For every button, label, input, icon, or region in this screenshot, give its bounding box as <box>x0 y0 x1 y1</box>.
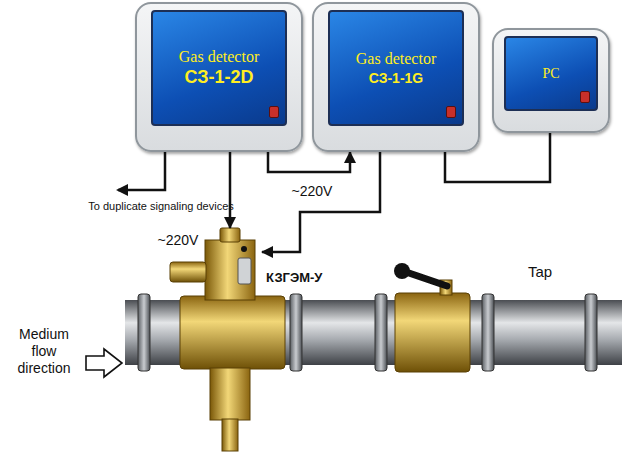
model-code: СЗ-1-2D <box>184 68 253 88</box>
model-code: СЗ-1-1G <box>369 71 423 86</box>
flow-arrow <box>86 349 122 377</box>
device-name: Gas detector <box>179 48 259 66</box>
indicator-led <box>580 91 590 103</box>
wire-connector <box>262 152 380 252</box>
pipe-coupling <box>138 294 597 371</box>
gas-detector: Gas detectorСЗ-1-1G <box>312 2 480 152</box>
indicator-led <box>269 106 279 118</box>
display-screen: PC <box>504 36 598 111</box>
note-text: To duplicate signaling devices <box>86 200 236 213</box>
voltage-label: ~220V <box>156 232 201 248</box>
part-name: Tap <box>528 263 578 281</box>
valve: КЗГЭМ-У <box>200 228 262 450</box>
flow-label: Medium flow direction <box>6 326 82 376</box>
display-screen: Gas detectorСЗ-1-2D <box>151 10 287 126</box>
display-screen: Gas detectorСЗ-1-1G <box>328 10 464 126</box>
signal-wire <box>118 152 165 190</box>
shutoff-valve <box>170 228 285 451</box>
pc-monitor: PC <box>492 28 610 133</box>
voltage-label: ~220V <box>290 183 335 199</box>
indicator-led <box>446 106 456 118</box>
device-name: Gas detector <box>356 50 436 68</box>
part-name: КЗГЭМ-У <box>266 270 322 285</box>
tap <box>394 263 470 372</box>
gas-detector: Gas detectorСЗ-1-2D <box>135 2 303 152</box>
wire-connector <box>268 152 350 172</box>
device-name: PC <box>542 66 559 81</box>
wire-connector <box>229 152 232 228</box>
